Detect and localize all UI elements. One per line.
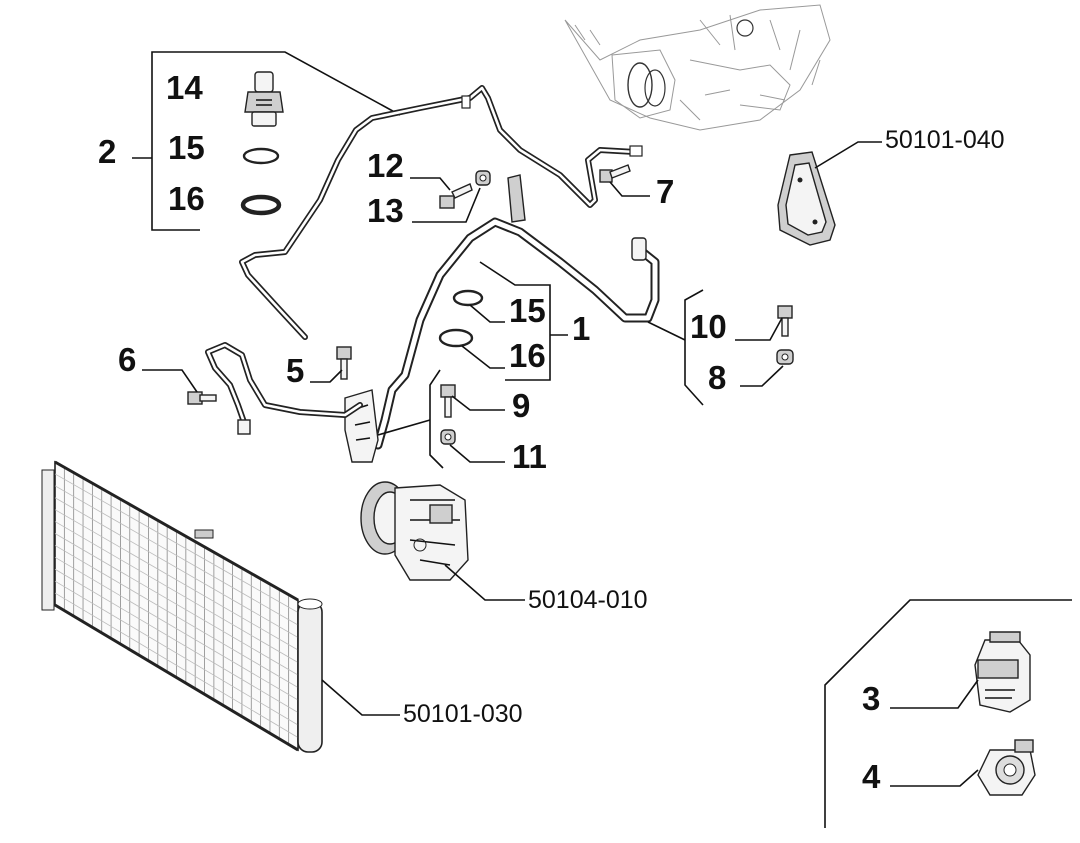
pipe-branch-6 (205, 342, 363, 435)
pipe-part-2 (239, 85, 643, 340)
reference-50104-010: 50104-010 (528, 586, 648, 614)
leader-50104-010 (444, 564, 525, 601)
leader-7 (609, 181, 650, 197)
callout-10: 10 (690, 308, 727, 345)
callout-13: 13 (367, 192, 404, 229)
leader-9 (451, 395, 505, 411)
bracket-group-2 (151, 51, 401, 231)
callout-15-group-1: 15 (509, 292, 546, 329)
callout-8: 8 (708, 359, 726, 396)
bracket-group-8-10 (684, 289, 704, 406)
leader-10 (735, 317, 783, 341)
callout-4: 4 (862, 758, 881, 795)
bolt-part-6 (187, 391, 217, 405)
nut-part-13 (475, 170, 491, 186)
callout-2: 2 (98, 133, 116, 170)
leader-3 (890, 679, 979, 709)
bolt-part-10 (777, 305, 793, 337)
pressure-switch-part-14 (244, 71, 284, 127)
callout-11: 11 (512, 438, 547, 475)
sensor-part-3 (974, 631, 1031, 713)
compressor (360, 481, 469, 581)
callout-7: 7 (656, 173, 674, 210)
callout-14: 14 (166, 69, 203, 106)
callout-16-group-1: 16 (509, 337, 546, 374)
leader-6 (142, 369, 198, 393)
leader-8 (740, 365, 784, 387)
callout-3: 3 (862, 680, 880, 717)
leader-50101-040 (814, 141, 882, 169)
o-ring-part-15-group-1 (452, 289, 484, 307)
condenser (41, 460, 323, 753)
leader-16-group-1 (461, 345, 505, 369)
bracket-group-1 (479, 261, 551, 381)
nut-part-11 (440, 429, 456, 445)
callout-12: 12 (367, 147, 404, 184)
callout-1: 1 (572, 310, 590, 347)
engine-block-illustration (564, 4, 831, 131)
leader-pipe-1-to-9-11 (377, 419, 431, 436)
bolt-part-7 (599, 164, 631, 183)
bolt-part-12 (439, 183, 473, 209)
leader-5 (310, 369, 343, 383)
callout-6: 6 (118, 341, 136, 378)
leader-11 (449, 444, 505, 463)
callout-9: 9 (512, 387, 530, 424)
inset-panel-border (824, 599, 1072, 828)
leader-4 (890, 769, 979, 787)
sensor-part-4 (977, 739, 1036, 796)
callout-15-group-2: 15 (168, 129, 205, 166)
o-ring-part-16 (240, 194, 282, 216)
reference-50101-040: 50101-040 (885, 126, 1005, 154)
leader-15-group-1 (469, 304, 505, 323)
pipe-part-1 (344, 174, 660, 463)
callout-5: 5 (286, 352, 304, 389)
leader-50101-030 (321, 679, 400, 716)
o-ring-part-16-group-1 (438, 328, 474, 348)
leader-pipe-1-to-8-10 (647, 321, 686, 341)
evaporator-gasket (777, 151, 836, 246)
leader-12 (410, 177, 451, 191)
leader-13 (412, 187, 481, 223)
bolt-part-5 (336, 346, 352, 380)
reference-50101-030: 50101-030 (403, 700, 523, 728)
callout-16-group-2: 16 (168, 180, 205, 217)
o-ring-part-15 (242, 147, 280, 165)
bolt-part-9 (440, 384, 456, 418)
nut-part-8 (776, 349, 794, 365)
